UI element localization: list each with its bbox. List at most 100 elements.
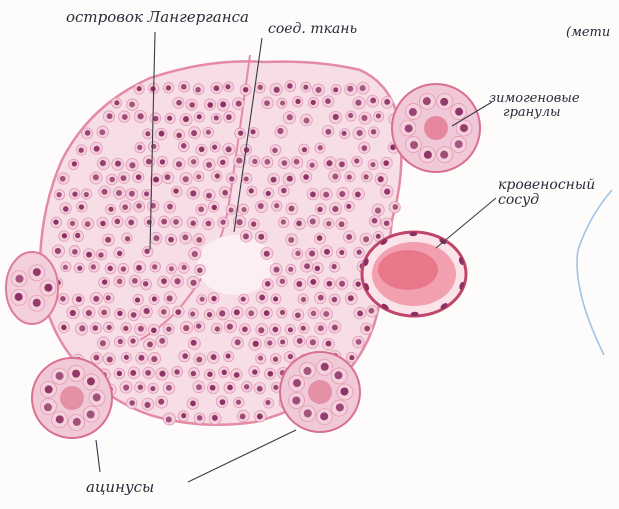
cell-nucleus [151, 356, 157, 362]
cell-nucleus [333, 114, 339, 120]
cell-nucleus [339, 161, 345, 167]
cell-nucleus [250, 129, 255, 134]
cell-nucleus [121, 175, 127, 181]
cell-nucleus [176, 100, 182, 106]
cell-nucleus [206, 130, 211, 135]
cell-nucleus [372, 218, 378, 224]
cell-nucleus [56, 415, 64, 423]
cell-nucleus [200, 297, 205, 302]
cell-nucleus [60, 176, 66, 182]
cell-nucleus [117, 279, 122, 284]
cell-nucleus [229, 176, 234, 181]
cell-nucleus [253, 341, 259, 347]
cell-nucleus [332, 206, 338, 212]
cell-nucleus [455, 140, 463, 148]
cell-nucleus [236, 157, 242, 163]
cell-nucleus [161, 219, 167, 225]
cell-nucleus [241, 297, 246, 302]
cell-nucleus [280, 310, 285, 315]
cell-nucleus [15, 293, 23, 301]
cell-nucleus [295, 99, 300, 104]
cell-nucleus [257, 414, 263, 420]
cell-nucleus [310, 279, 316, 285]
cell-nucleus [339, 250, 344, 255]
cell-nucleus [242, 207, 247, 212]
cell-nucleus [363, 174, 368, 179]
cell-nucleus [130, 370, 136, 376]
cell-nucleus [72, 161, 77, 166]
cell-nucleus [288, 267, 293, 272]
cell-nucleus [277, 128, 283, 134]
cell-nucleus [210, 385, 216, 391]
cell-nucleus [244, 176, 249, 181]
cell-nucleus [310, 163, 315, 168]
cell-nucleus [226, 114, 232, 120]
cell-nucleus [318, 295, 324, 301]
cell-nucleus [211, 296, 216, 301]
cell-nucleus [315, 266, 320, 271]
cell-nucleus [356, 339, 362, 345]
cell-nucleus [297, 338, 303, 344]
cell-nucleus [153, 177, 159, 183]
cell-nucleus [357, 130, 363, 136]
cell-nucleus [136, 174, 142, 180]
cell-nucleus [176, 133, 181, 138]
cell-nucleus [364, 326, 370, 332]
cell-nucleus [191, 340, 197, 346]
cell-nucleus [311, 311, 316, 316]
cell-nucleus [107, 325, 112, 330]
cell-nucleus [258, 85, 263, 90]
cell-nucleus [124, 355, 129, 360]
cell-nucleus [139, 355, 145, 361]
leader-vessel [436, 198, 496, 248]
cell-nucleus [360, 85, 366, 91]
cell-nucleus [310, 218, 316, 224]
cell-nucleus [296, 220, 302, 226]
cell-nucleus [243, 233, 249, 239]
cell-nucleus [258, 327, 264, 333]
cell-nucleus [61, 325, 66, 330]
cell-nucleus [196, 237, 202, 243]
clear-area [197, 235, 273, 295]
cell-nucleus [318, 325, 324, 331]
cell-nucleus [109, 177, 114, 182]
cell-nucleus [98, 252, 103, 257]
cell-nucleus [60, 296, 65, 301]
cell-nucleus [227, 324, 233, 330]
cell-nucleus [293, 379, 301, 387]
cell-nucleus [280, 101, 285, 106]
cell-nucleus [423, 97, 431, 105]
cell-nucleus [182, 353, 188, 359]
cell-nucleus [108, 207, 113, 212]
cell-nucleus [181, 84, 187, 90]
cell-nucleus [57, 192, 62, 197]
cell-nucleus [196, 357, 202, 363]
cell-nucleus [197, 268, 202, 273]
cell-nucleus [376, 234, 381, 239]
cell-nucleus [161, 278, 167, 284]
cell-nucleus [326, 221, 331, 226]
blood-vessel [362, 232, 466, 317]
cell-nucleus [173, 219, 179, 225]
cell-nucleus [346, 204, 351, 209]
cell-nucleus [295, 251, 300, 256]
cell-nucleus [190, 280, 196, 286]
cell-nucleus [79, 325, 85, 331]
cell-nucleus [136, 265, 142, 271]
cell-nucleus [296, 281, 302, 287]
cell-nucleus [266, 191, 271, 196]
cell-nucleus [175, 309, 181, 315]
cell-nucleus [326, 341, 332, 347]
cell-nucleus [190, 312, 195, 317]
cell-nucleus [195, 87, 200, 92]
cell-nucleus [56, 372, 64, 380]
cell-nucleus [129, 191, 135, 197]
cell-nucleus [196, 384, 202, 390]
cell-nucleus [79, 204, 84, 209]
cell-nucleus [455, 108, 463, 116]
cell-nucleus [339, 281, 345, 287]
cell-nucleus [181, 143, 186, 148]
cell-nucleus [158, 399, 164, 405]
cell-nucleus [326, 160, 332, 166]
